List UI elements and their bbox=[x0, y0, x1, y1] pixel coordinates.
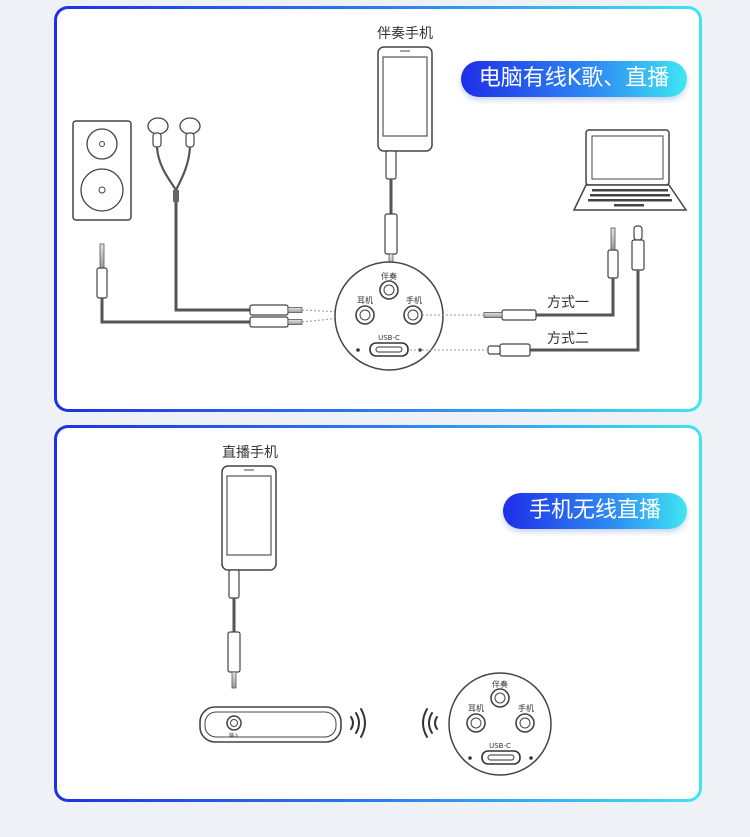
hub2-accompaniment-label: 伴奏 bbox=[492, 679, 508, 689]
hub2-usb-label: USB-C bbox=[489, 742, 511, 750]
phone-icon bbox=[377, 46, 433, 152]
audio-jack-icon bbox=[249, 304, 361, 328]
transmitter-input-label: 输入 bbox=[229, 732, 239, 739]
accompaniment-phone-label: 伴奏手机 bbox=[377, 26, 433, 42]
phone-cable bbox=[384, 150, 398, 269]
method-one-label: 方式一 bbox=[547, 295, 589, 311]
method-two-label: 方式二 bbox=[547, 331, 589, 347]
hub-phone-label: 手机 bbox=[406, 295, 422, 305]
transmitter-icon bbox=[199, 706, 342, 743]
hub2-headphone-label: 耳机 bbox=[468, 703, 484, 713]
receiver-hub-icon bbox=[334, 261, 444, 371]
laptop-icon bbox=[572, 129, 688, 211]
earphones-icon bbox=[147, 117, 250, 312]
wired-karaoke-badge: 电脑有线K歌、直播 bbox=[461, 61, 687, 97]
hub-usb-label: USB-C bbox=[378, 334, 400, 342]
wireless-signal-icon bbox=[350, 708, 438, 738]
laptop-audio-cable bbox=[422, 227, 619, 321]
live-phone-icon bbox=[221, 465, 277, 571]
wireless-live-panel-body: 手机无线直播 bbox=[57, 428, 699, 799]
hub-accompaniment-label: 伴奏 bbox=[381, 271, 397, 281]
receiver-hub-2-icon bbox=[448, 672, 552, 776]
speaker-icon bbox=[72, 120, 132, 221]
live-phone-cable bbox=[227, 569, 241, 689]
wireless-live-badge: 手机无线直播 bbox=[503, 493, 687, 529]
usb-c-plug-icon bbox=[410, 225, 645, 357]
hub2-phone-label: 手机 bbox=[518, 703, 534, 713]
hub-headphone-label: 耳机 bbox=[357, 295, 373, 305]
live-phone-label: 直播手机 bbox=[222, 444, 278, 461]
wireless-live-panel: 手机无线直播 bbox=[54, 425, 702, 802]
speaker-cable bbox=[96, 243, 250, 324]
